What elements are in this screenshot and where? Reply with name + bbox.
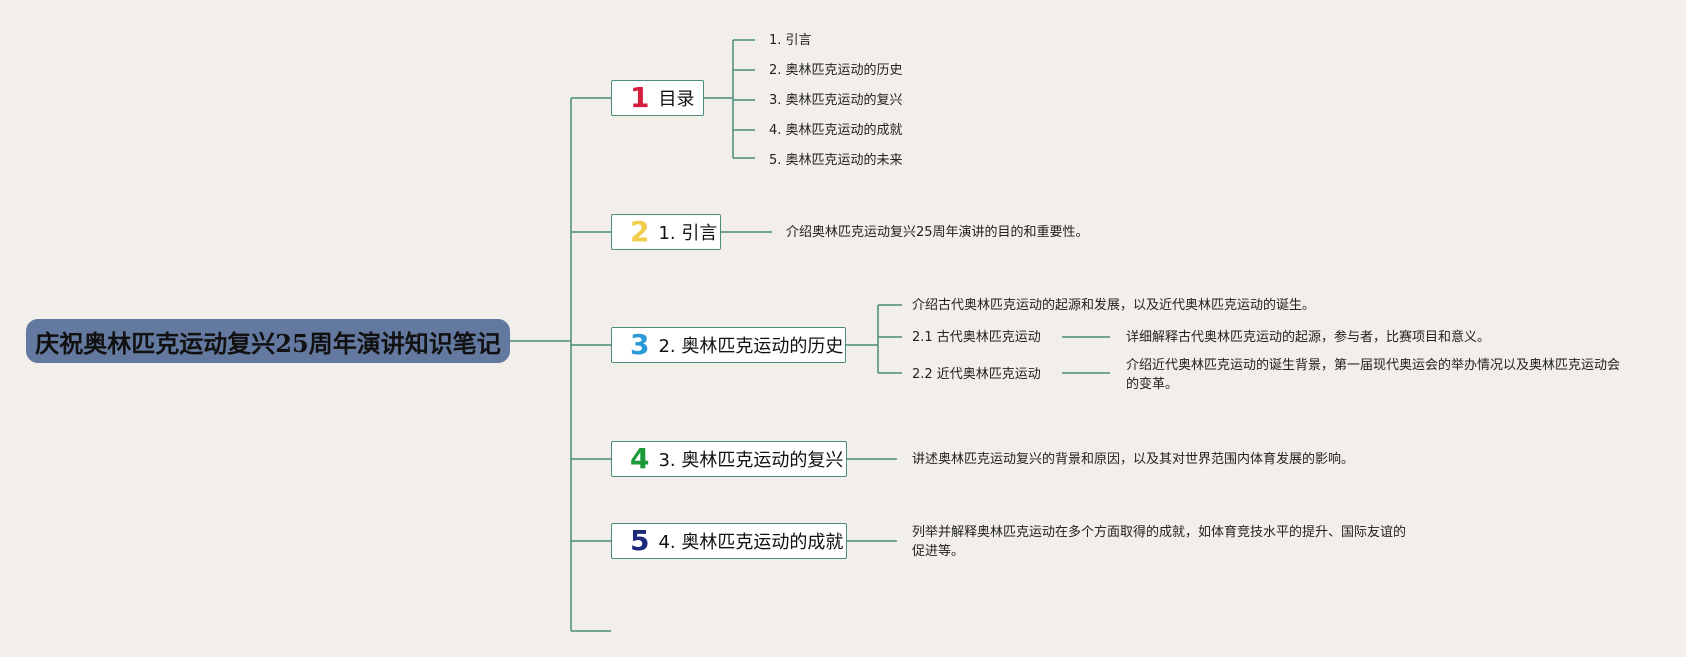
branch-label: 1. 引言 bbox=[658, 223, 718, 244]
history-subsection-ancient[interactable]: 2.1 古代奥林匹克运动 bbox=[912, 330, 1041, 345]
root-topic[interactable]: 庆祝奥林匹克运动复兴25周年演讲知识笔记 bbox=[26, 319, 510, 363]
branch-history[interactable]: 3 2. 奥林匹克运动的历史 bbox=[611, 327, 846, 363]
branch-achievements[interactable]: 5 4. 奥林匹克运动的成就 bbox=[611, 523, 847, 559]
root-title: 庆祝奥林匹克运动复兴25周年演讲知识笔记 bbox=[35, 328, 501, 358]
toc-item-5[interactable]: 5. 奥林匹克运动的未来 bbox=[769, 153, 903, 168]
branch-label: 2. 奥林匹克运动的历史 bbox=[658, 336, 844, 357]
revival-detail[interactable]: 讲述奥林匹克运动复兴的背景和原因，以及其对世界范围内体育发展的影响。 bbox=[912, 452, 1355, 467]
branch-label: 3. 奥林匹克运动的复兴 bbox=[658, 450, 844, 471]
branch-label: 4. 奥林匹克运动的成就 bbox=[658, 532, 844, 553]
achievements-detail[interactable]: 列举并解释奥林匹克运动在多个方面取得的成就，如体育竞技水平的提升、国际友谊的促进… bbox=[912, 525, 1407, 559]
toc-item-2[interactable]: 2. 奥林匹克运动的历史 bbox=[769, 63, 903, 78]
branch-number-1: 1 bbox=[630, 81, 650, 114]
history-subsection-modern[interactable]: 2.2 近代奥林匹克运动 bbox=[912, 367, 1041, 382]
branch-introduction[interactable]: 2 1. 引言 bbox=[611, 214, 721, 250]
history-intro[interactable]: 介绍古代奥林匹克运动的起源和发展，以及近代奥林匹克运动的诞生。 bbox=[912, 298, 1316, 313]
branch-number-2: 2 bbox=[630, 215, 650, 248]
introduction-detail[interactable]: 介绍奥林匹克运动复兴25周年演讲的目的和重要性。 bbox=[786, 225, 1089, 240]
history-ancient-detail[interactable]: 详细解释古代奥林匹克运动的起源，参与者，比赛项目和意义。 bbox=[1126, 330, 1491, 345]
branch-number-3: 3 bbox=[630, 328, 650, 361]
history-modern-detail[interactable]: 介绍近代奥林匹克运动的诞生背景，第一届现代奥运会的举办情况以及奥林匹克运动会的变… bbox=[1126, 358, 1621, 392]
toc-item-4[interactable]: 4. 奥林匹克运动的成就 bbox=[769, 123, 903, 138]
branch-number-5: 5 bbox=[630, 524, 650, 557]
branch-number-4: 4 bbox=[630, 442, 650, 475]
branch-revival[interactable]: 4 3. 奥林匹克运动的复兴 bbox=[611, 441, 847, 477]
branch-label: 目录 bbox=[658, 89, 695, 110]
toc-item-3[interactable]: 3. 奥林匹克运动的复兴 bbox=[769, 93, 903, 108]
toc-item-1[interactable]: 1. 引言 bbox=[769, 33, 812, 48]
branch-toc[interactable]: 1 目录 bbox=[611, 80, 704, 116]
